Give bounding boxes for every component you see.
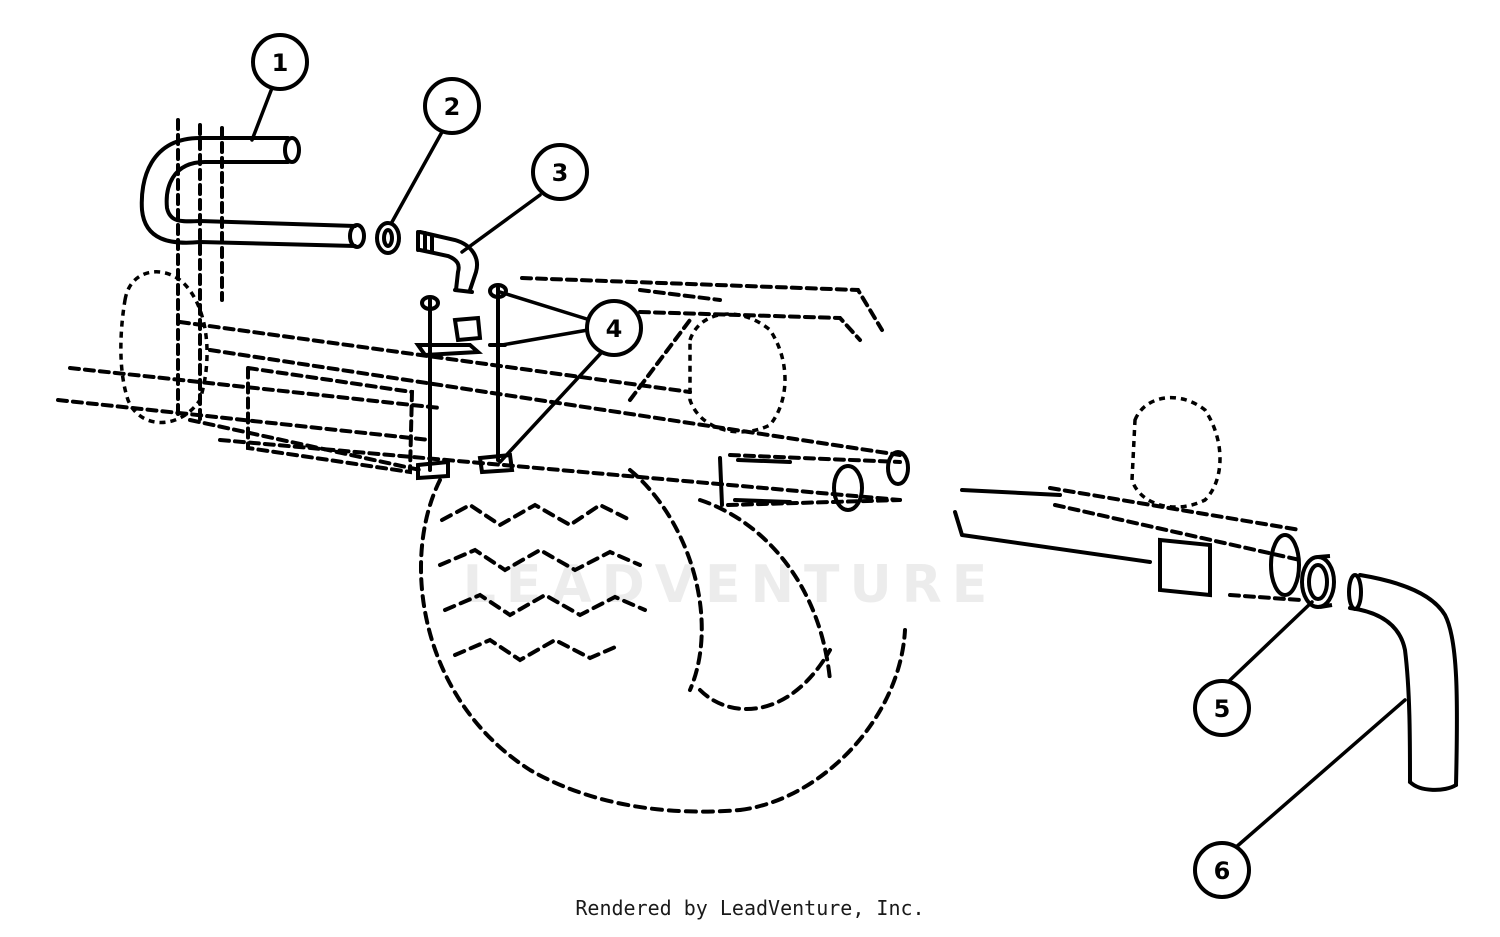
callout-5-label: 5 [1214, 695, 1231, 723]
callout-4: 4 [585, 299, 643, 357]
pulley-assemblies [119, 270, 1222, 509]
callout-2: 2 [423, 77, 481, 135]
part-6-elbow-hose [1347, 573, 1459, 792]
part-5-hose-clamp [1300, 554, 1336, 609]
callout-3: 3 [531, 143, 589, 201]
part-2-ring [375, 221, 401, 255]
leader-line-2 [390, 130, 444, 224]
part-1-hose [139, 136, 366, 249]
leader-line-5 [1226, 600, 1314, 684]
leader-line-4b [500, 328, 590, 347]
leader-line-4a [498, 290, 592, 322]
callout-2-label: 2 [444, 93, 461, 121]
callout-leader-lines [250, 86, 1407, 850]
callout-6-label: 6 [1214, 857, 1231, 885]
leader-line-3 [460, 193, 542, 254]
leadventure-watermark: LEADVENTURE [462, 555, 998, 615]
footer-credit: Rendered by LeadVenture, Inc. [575, 896, 925, 920]
callout-1-label: 1 [272, 49, 289, 77]
leader-line-4c [498, 350, 604, 464]
mower-frame [56, 118, 1302, 602]
callout-6: 6 [1193, 841, 1251, 899]
callout-4-label: 4 [606, 315, 623, 343]
part-4-bolts [414, 283, 515, 481]
callout-3-label: 3 [552, 159, 569, 187]
leader-line-1 [250, 86, 274, 142]
rear-tire [419, 468, 907, 814]
callout-5: 5 [1193, 679, 1251, 737]
axle-tubes [718, 450, 1301, 598]
leader-line-6 [1233, 698, 1407, 850]
part-3-elbow-fitting [416, 230, 479, 294]
callout-1: 1 [251, 33, 309, 91]
